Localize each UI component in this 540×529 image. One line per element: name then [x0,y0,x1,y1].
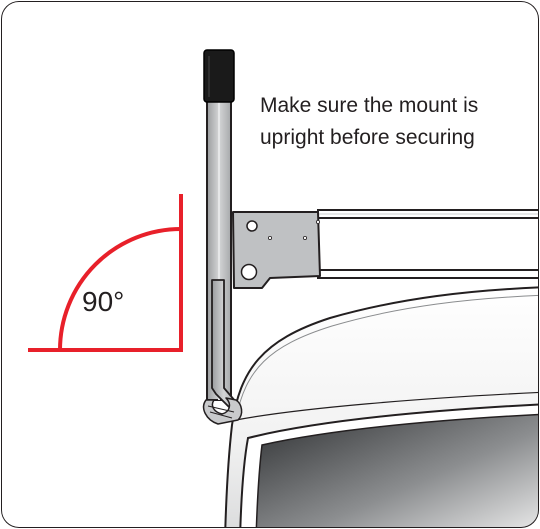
instruction-line-2: upright before securing [260,126,475,149]
clamp-hook-icon [202,279,243,425]
handle-grip-icon [203,49,235,103]
angle-label: 90° [82,286,125,317]
crossbar [317,209,539,279]
instruction-caption: Make sure the mount is upright before se… [260,90,530,154]
instruction-line-1: Make sure the mount is [260,94,479,117]
mount-bracket-icon [232,211,321,289]
right-angle-marker-icon [28,194,183,352]
vehicle-window [238,402,539,528]
